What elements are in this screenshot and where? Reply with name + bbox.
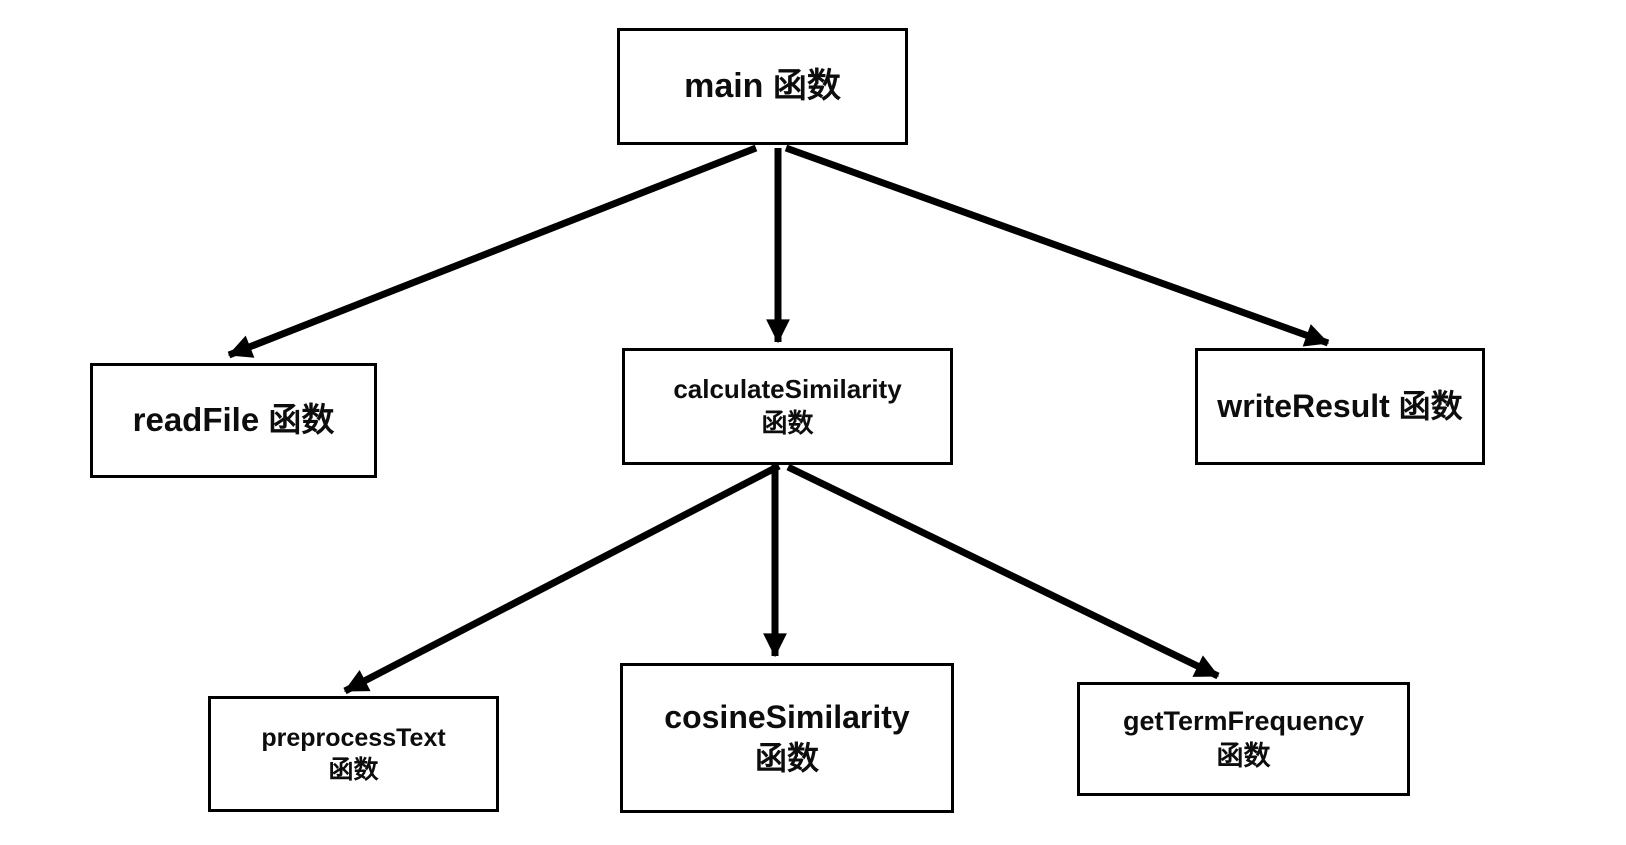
node-calculatesimilarity-function-label-line2: 函数 xyxy=(761,407,814,438)
edge-main-to-readfile xyxy=(227,144,758,359)
node-preprocesstext-function-label-line1: preprocessText xyxy=(261,724,446,752)
node-main-function: main 函数 xyxy=(617,28,908,145)
node-readfile-function-label: readFile 函数 xyxy=(132,401,335,439)
node-gettermfrequency-function-label-line1: getTermFrequency xyxy=(1122,706,1365,737)
edge-calculatesimilarity-to-preprocesstext xyxy=(343,462,781,695)
node-preprocesstext-function-label-line2: 函数 xyxy=(328,756,379,784)
node-writeresult-function: writeResult 函数 xyxy=(1195,348,1485,465)
node-main-function-label: main 函数 xyxy=(684,66,841,105)
node-cosinesimilarity-function-label-line1: cosineSimilarity xyxy=(664,699,910,736)
node-gettermfrequency-function: getTermFrequency 函数 xyxy=(1077,682,1410,796)
node-readfile-function: readFile 函数 xyxy=(90,363,377,478)
edge-main-to-writeresult xyxy=(784,144,1330,347)
edge-calculatesimilarity-to-gettermfrequency xyxy=(786,463,1220,680)
node-calculatesimilarity-function-label-line1: calculateSimilarity xyxy=(673,374,902,405)
node-writeresult-function-label: writeResult 函数 xyxy=(1217,388,1463,425)
node-cosinesimilarity-function: cosineSimilarity 函数 xyxy=(620,663,954,813)
node-preprocesstext-function: preprocessText 函数 xyxy=(208,696,499,812)
node-calculatesimilarity-function: calculateSimilarity 函数 xyxy=(622,348,953,465)
node-cosinesimilarity-function-label-line2: 函数 xyxy=(754,740,819,776)
node-gettermfrequency-function-label-line2: 函数 xyxy=(1216,741,1271,771)
